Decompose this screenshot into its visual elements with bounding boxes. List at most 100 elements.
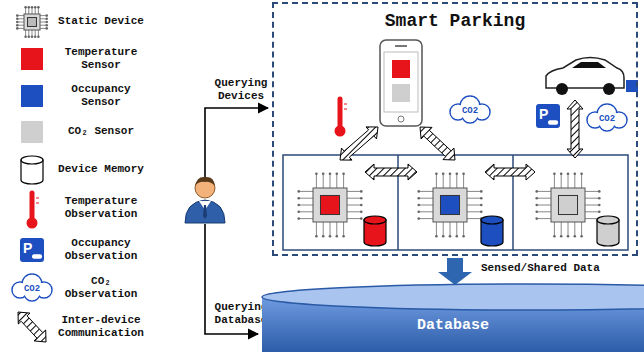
chip-pin-end xyxy=(45,14,48,17)
legend-swatch xyxy=(21,85,43,107)
chip-pin-end xyxy=(435,235,438,238)
chip-pin-end xyxy=(417,190,420,193)
chip-pin xyxy=(456,174,457,188)
chip-pin-end xyxy=(45,27,48,30)
chip-pin-end xyxy=(37,35,40,38)
chip-pin-end xyxy=(553,235,556,238)
communication-arrow xyxy=(18,312,46,342)
chip-pin-end xyxy=(315,235,318,238)
chip-pin-end xyxy=(574,172,577,175)
parking-letter: P xyxy=(539,106,548,123)
chip-pin-end xyxy=(315,172,318,175)
chip-pin xyxy=(467,198,481,199)
chip-pin-end xyxy=(336,235,339,238)
communication-arrow xyxy=(485,164,535,180)
car-icon xyxy=(546,58,638,96)
cloud-outline xyxy=(597,104,617,124)
chip-pin-end xyxy=(336,172,339,175)
chip-pin-end xyxy=(480,211,483,214)
chip-pin-end xyxy=(360,190,363,193)
chip-pin xyxy=(299,191,313,192)
user-icon xyxy=(185,177,225,223)
chip-pin xyxy=(347,211,361,212)
communication-arrow xyxy=(420,127,455,160)
chip-pin xyxy=(467,211,481,212)
chip-pin xyxy=(419,218,433,219)
chip-pin-end xyxy=(442,235,445,238)
thermometer-tick xyxy=(36,203,39,204)
chip-pin-end xyxy=(553,172,556,175)
chip-pin-end xyxy=(480,204,483,207)
legend-text: Static Device xyxy=(55,15,147,28)
legend-text: CO₂ Sensor xyxy=(55,125,147,138)
chip-pin-end xyxy=(16,27,19,30)
chip-pin xyxy=(443,174,444,188)
legend-text: CO₂ Observation xyxy=(55,275,147,301)
chip-pin xyxy=(467,191,481,192)
chip-pin-end xyxy=(37,6,40,9)
chip-pin-end xyxy=(45,24,48,27)
chip-core xyxy=(28,18,37,27)
chip-pin xyxy=(299,211,313,212)
co2-text: CO2 xyxy=(24,284,40,295)
database-label: Database xyxy=(262,317,644,335)
chip-pin-end xyxy=(360,204,363,207)
chip-pin-end xyxy=(31,35,34,38)
legend-text: Temperature Sensor xyxy=(55,46,147,72)
chip-pin-end xyxy=(535,190,538,193)
chip-pin-end xyxy=(297,190,300,193)
chip-pin-end xyxy=(297,204,300,207)
cloud-outline xyxy=(460,96,480,116)
chip-pin-end xyxy=(16,14,19,17)
chip-pin xyxy=(299,198,313,199)
chip-pin xyxy=(323,222,324,236)
chip-pin-end xyxy=(45,21,48,24)
chip-pin-end xyxy=(16,24,19,27)
chip-pin xyxy=(299,205,313,206)
chip-pin-end xyxy=(598,211,601,214)
communication-arrow xyxy=(365,164,417,180)
chip-pin xyxy=(581,222,582,236)
chip-pin xyxy=(419,198,433,199)
chip-pin-end xyxy=(462,235,465,238)
chip-pin-end xyxy=(45,18,48,21)
chip-body xyxy=(433,188,467,222)
chip-pin xyxy=(463,222,464,236)
chip-body xyxy=(551,188,585,222)
chip-pin-end xyxy=(360,211,363,214)
thermometer-tick xyxy=(344,109,347,110)
chip-pin-end xyxy=(31,6,34,9)
chip-pin-end xyxy=(574,235,577,238)
chip-pin-end xyxy=(456,172,459,175)
chip-pin-end xyxy=(28,35,31,38)
chip-pin xyxy=(574,174,575,188)
chip-pin xyxy=(554,174,555,188)
chip-pin xyxy=(537,198,551,199)
chip-pin-end xyxy=(456,235,459,238)
query-line xyxy=(205,108,268,178)
chip-pin xyxy=(443,222,444,236)
chip-pin-end xyxy=(598,190,601,193)
chip-pin xyxy=(347,198,361,199)
chip-pin-end xyxy=(16,21,19,24)
parking-sign xyxy=(536,104,560,128)
chip-pin-end xyxy=(449,172,452,175)
chip-pin-end xyxy=(329,235,332,238)
legend-text: Inter-device Communication xyxy=(55,314,147,340)
chip-pin xyxy=(419,191,433,192)
communication-arrow xyxy=(567,100,583,158)
chip-pin-end xyxy=(28,6,31,9)
chip-pin-end xyxy=(449,235,452,238)
chip-pin xyxy=(554,222,555,236)
memory-cylinder-top xyxy=(364,216,386,224)
chip-pin xyxy=(463,174,464,188)
legend-text: Device Memory xyxy=(55,163,147,176)
chip-pin xyxy=(347,191,361,192)
legend-swatch xyxy=(21,48,43,70)
thermometer-tick xyxy=(36,198,39,199)
query-label: Querying Devices xyxy=(210,77,272,103)
chip-pin-end xyxy=(34,6,37,9)
chip-pin-end xyxy=(567,172,570,175)
chip-pin xyxy=(330,222,331,236)
edge-label: Sensed/Shared Data xyxy=(479,262,602,275)
